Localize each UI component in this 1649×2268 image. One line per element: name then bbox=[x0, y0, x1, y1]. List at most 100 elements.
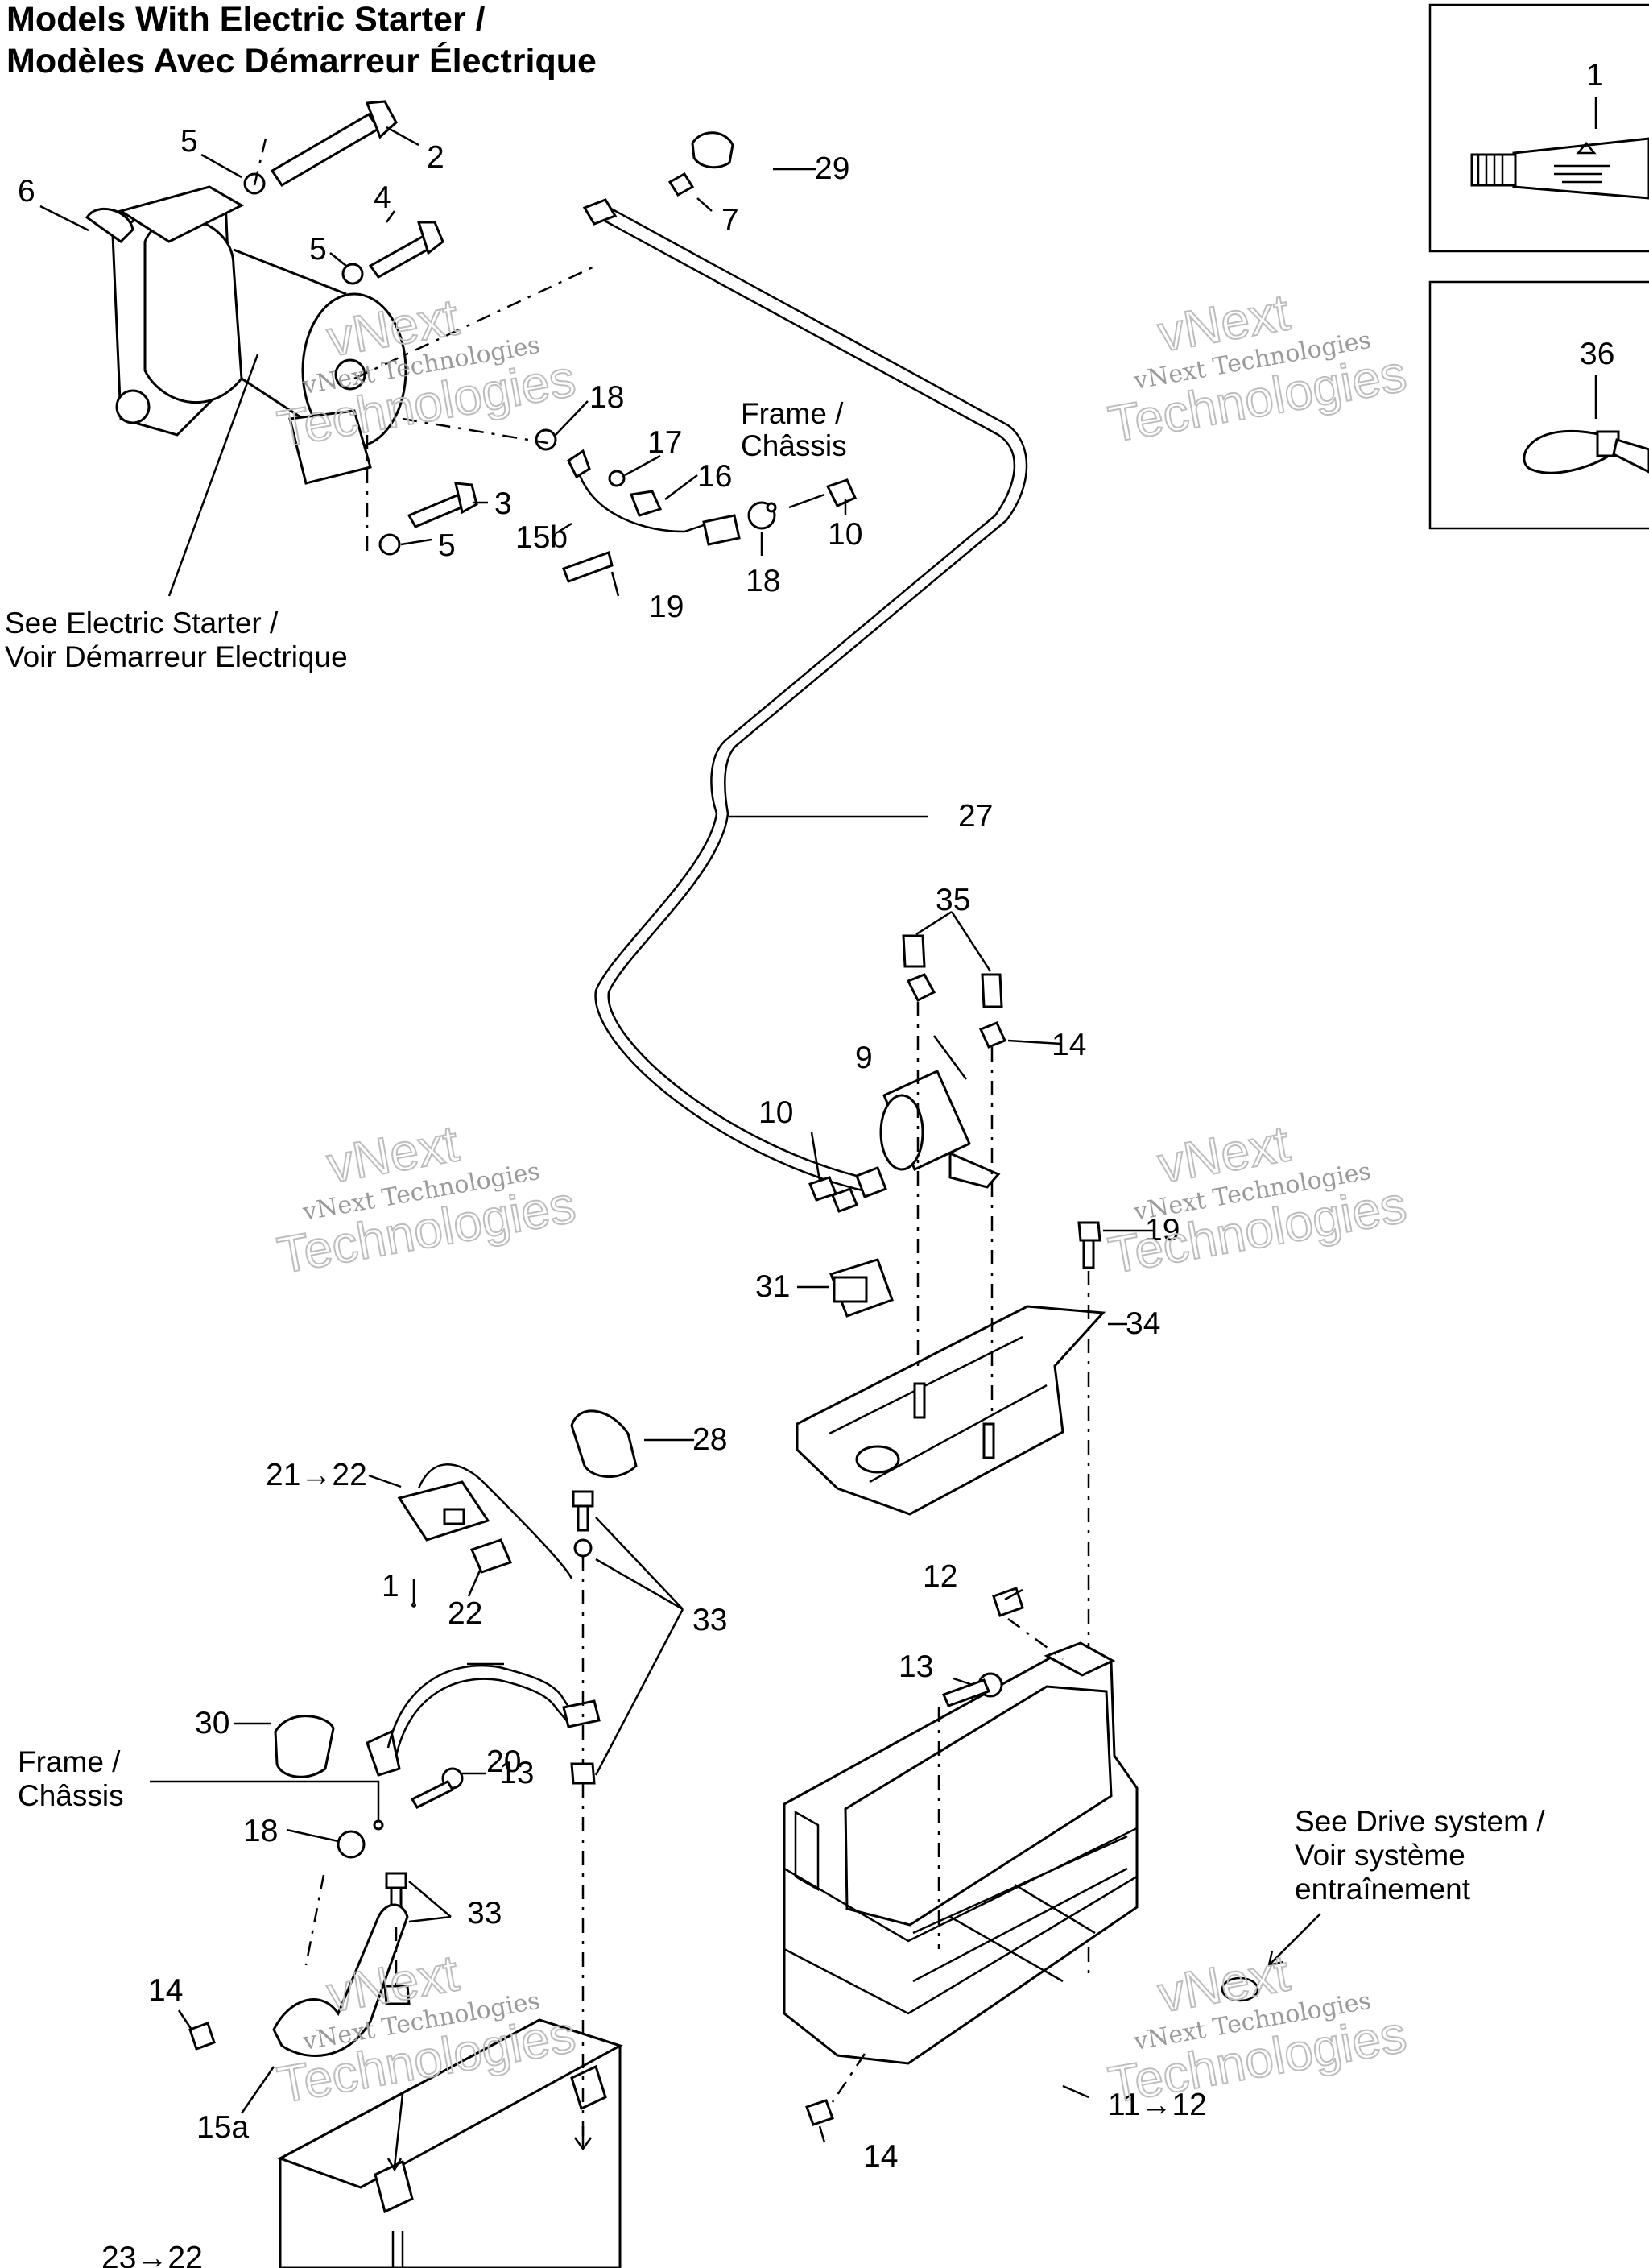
callout-14-solenoid: 14 bbox=[1052, 1028, 1086, 1062]
nut-33-lower bbox=[383, 1984, 411, 2005]
nut-16 bbox=[629, 490, 663, 517]
nut-10-solenoid-b bbox=[831, 1187, 858, 1213]
callout-5-top: 5 bbox=[180, 124, 198, 159]
ground-cable-15a bbox=[272, 1903, 409, 2057]
frame-note-top-line2: Châssis bbox=[741, 429, 847, 462]
callout-23-22: 23→22 bbox=[101, 2241, 203, 2268]
starter-bolt-4 bbox=[368, 221, 444, 279]
callout-22: 22 bbox=[448, 1596, 482, 1631]
drive-note-line2: Voir système bbox=[1295, 1839, 1465, 1872]
starter-cable-15b bbox=[567, 449, 741, 546]
terminal-cover-30 bbox=[274, 1715, 335, 1778]
callout-33-lower: 33 bbox=[467, 1896, 502, 1931]
inset-box-cable-tie: 36 bbox=[1428, 280, 1649, 530]
battery-tray-11 bbox=[783, 1641, 1139, 2065]
callout-4: 4 bbox=[374, 180, 391, 215]
washer-5-low bbox=[378, 533, 401, 556]
star-washer-18-top bbox=[535, 428, 557, 451]
arrow-to-drive-icon bbox=[1267, 1913, 1321, 1967]
boot-35-b bbox=[981, 973, 1003, 1008]
callout-17: 17 bbox=[647, 425, 682, 460]
callout-27: 27 bbox=[958, 799, 993, 834]
nut-33-upper bbox=[570, 1762, 596, 1785]
callout-13-frame: 13 bbox=[499, 1756, 534, 1790]
boot-35-a bbox=[902, 934, 926, 968]
negative-cable-20 bbox=[366, 1664, 601, 1777]
callout-2: 2 bbox=[427, 140, 444, 175]
watermark-mid-left: vNext vNext Technologies Technologies bbox=[272, 1113, 580, 1285]
leader-lines bbox=[39, 126, 1155, 2143]
callout-35: 35 bbox=[936, 883, 970, 917]
callout-18-top: 18 bbox=[589, 380, 624, 415]
drive-note-line1: See Drive system / bbox=[1295, 1805, 1545, 1838]
frame-ground-point-bottom bbox=[373, 1819, 384, 1831]
frame-note-bottom-line2: Châssis bbox=[18, 1779, 124, 1812]
inset-box-sealant: 1 bbox=[1428, 3, 1649, 253]
terminal-cover-31 bbox=[829, 1258, 894, 1318]
electric-starter-note-line2: Voir Démarreur Electrique bbox=[5, 640, 348, 673]
callout-13-tray: 13 bbox=[899, 1649, 933, 1684]
starter-motor bbox=[85, 185, 407, 485]
fuse-22 bbox=[469, 1538, 513, 1574]
callout-19-bracket: 19 bbox=[1145, 1213, 1180, 1248]
loctite-drop-icon bbox=[411, 1579, 416, 1608]
callout-5-mid: 5 bbox=[309, 232, 327, 267]
callout-11-12: 11→12 bbox=[1108, 2088, 1207, 2122]
callout-18-frame: 18 bbox=[746, 564, 780, 598]
callout-12: 12 bbox=[923, 1559, 957, 1594]
callout-3: 3 bbox=[494, 486, 512, 521]
callout-30: 30 bbox=[195, 1706, 229, 1740]
sealant-tube-icon bbox=[1470, 137, 1649, 200]
callout-5-low: 5 bbox=[438, 528, 456, 563]
callout-1: 1 bbox=[1586, 58, 1604, 93]
callout-1-loctite: 1 bbox=[382, 1569, 399, 1604]
callout-36: 36 bbox=[1580, 337, 1614, 371]
callout-16: 16 bbox=[697, 459, 732, 494]
washer-5-mid bbox=[341, 263, 364, 285]
washer-17 bbox=[608, 470, 626, 487]
starter-bolt-2 bbox=[270, 100, 398, 188]
callout-14-battery: 14 bbox=[148, 1973, 183, 2008]
callout-6: 6 bbox=[18, 174, 35, 209]
callout-31: 31 bbox=[755, 1269, 790, 1304]
fuse-holder-21 bbox=[397, 1463, 573, 1579]
watermark-bottom-right: vNext vNext Technologies Technologies bbox=[1103, 1943, 1411, 2115]
callout-15a: 15a bbox=[196, 2110, 249, 2145]
callout-19-top: 19 bbox=[649, 590, 684, 624]
washer-33-upper bbox=[573, 1538, 593, 1558]
drive-mount-point bbox=[1221, 1976, 1259, 2002]
nut-10-top bbox=[825, 478, 857, 507]
callout-10-top: 10 bbox=[828, 517, 862, 552]
nut-14-solenoid-a bbox=[906, 973, 936, 1003]
bolt-33-lower bbox=[385, 1872, 407, 1910]
nut-14-solenoid-b bbox=[978, 1021, 1007, 1049]
diagram-title-line2: Modèles Avec Démarreur Électrique bbox=[6, 42, 597, 81]
nut-14-battery bbox=[188, 2022, 216, 2051]
frame-note-bottom-line1: Frame / bbox=[18, 1745, 121, 1778]
callout-18-bottom: 18 bbox=[243, 1814, 278, 1848]
arrow-to-battery-terminal-icon bbox=[386, 2093, 404, 2172]
arrow-to-battery-icon bbox=[573, 2126, 593, 2151]
callout-33-upper: 33 bbox=[692, 1603, 727, 1637]
callout-21-22: 21→22 bbox=[266, 1458, 367, 1492]
frame-ground-point bbox=[766, 502, 777, 513]
frame-note-top-line1: Frame / bbox=[741, 397, 844, 430]
star-washer-18-bottom bbox=[337, 1830, 366, 1859]
nut-12 bbox=[992, 1587, 1024, 1617]
callout-14-tray: 14 bbox=[863, 2139, 898, 2174]
solenoid-bracket-34 bbox=[796, 1305, 1106, 1516]
watermark-mid-right: vNext vNext Technologies Technologies bbox=[1103, 1113, 1411, 1285]
nut-14-tray bbox=[805, 2099, 834, 2126]
cable-tie-icon bbox=[1523, 429, 1649, 474]
watermark-top-right: vNext vNext Technologies Technologies bbox=[1103, 282, 1411, 454]
diagram-title-line1: Models With Electric Starter / bbox=[6, 0, 486, 39]
bolt-13-tray bbox=[941, 1672, 1003, 1707]
battery bbox=[277, 2018, 623, 2268]
positive-cable-27 bbox=[582, 131, 1028, 1194]
callout-9: 9 bbox=[855, 1041, 873, 1075]
bolt-33-upper bbox=[572, 1490, 594, 1532]
starter-bolt-3 bbox=[407, 482, 478, 528]
callout-28: 28 bbox=[692, 1422, 727, 1457]
terminal-cover-28 bbox=[570, 1409, 638, 1478]
